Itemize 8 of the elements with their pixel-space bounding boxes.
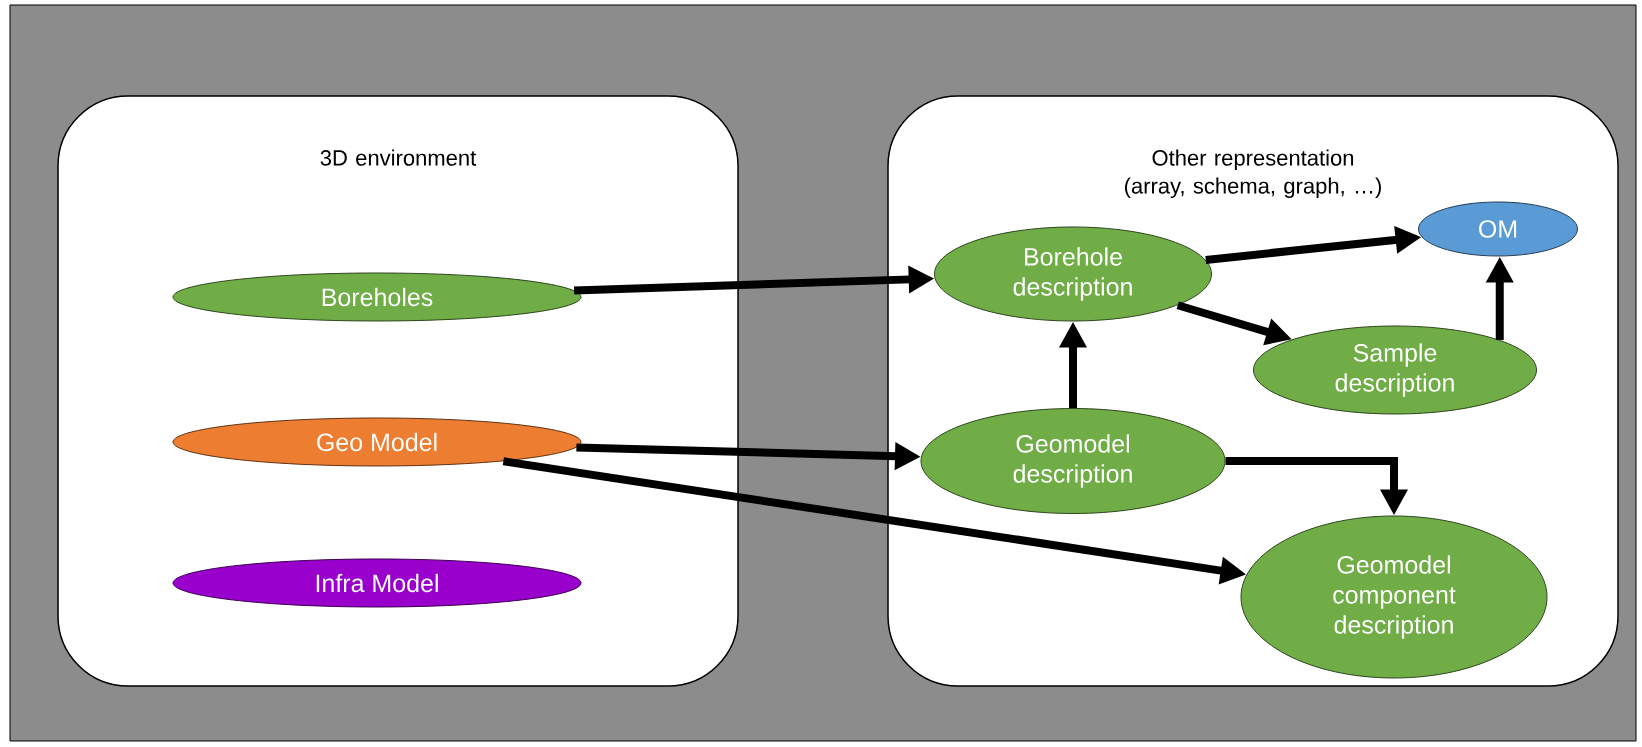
ellipse-node: Boreholes: [172, 272, 582, 322]
ellipse-node: Infra Model: [172, 558, 582, 608]
ellipse-node: Geomodel description: [920, 408, 1226, 514]
ellipse-node: OM: [1418, 201, 1578, 257]
ellipse-node: Sample description: [1253, 325, 1537, 415]
ellipse-node: Borehole description: [934, 226, 1212, 322]
ellipse-node: Geo Model: [172, 417, 582, 467]
ellipse-node: Geomodel component description: [1240, 515, 1548, 679]
